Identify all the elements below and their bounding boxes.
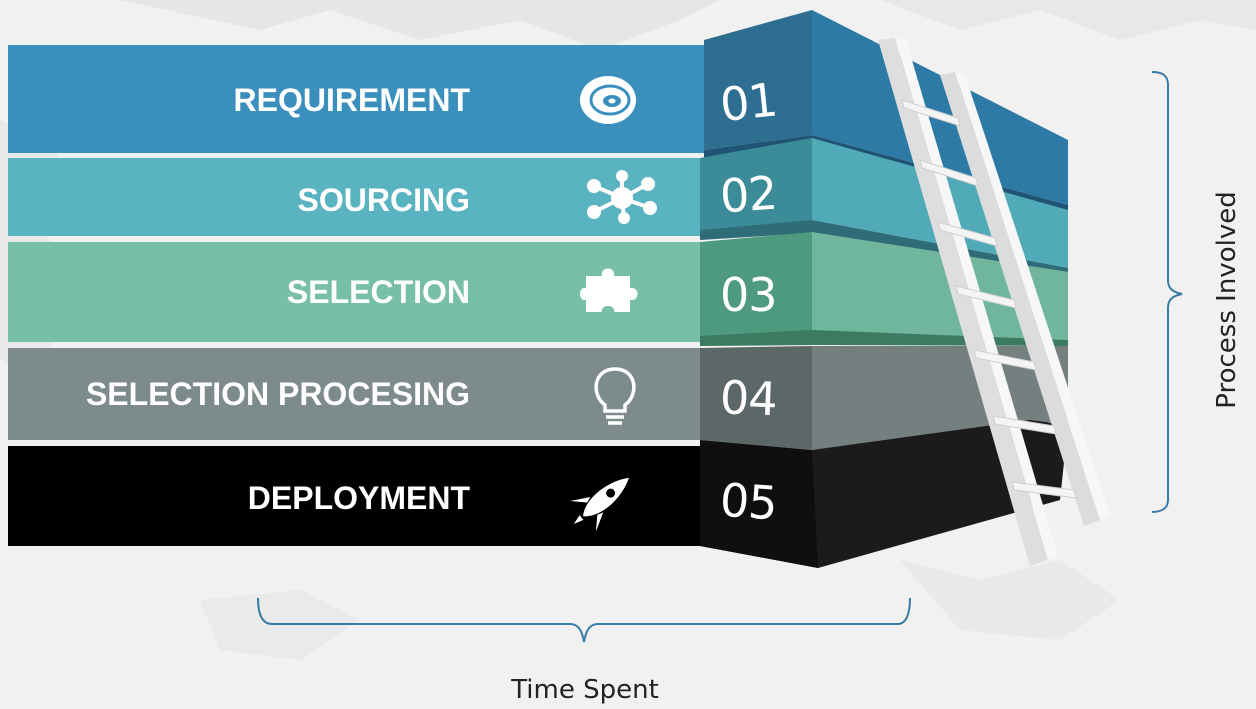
disc-icon [580,76,636,124]
step-label-requirement: REQUIREMENT [233,82,470,118]
puzzle-icon [580,268,638,312]
lightbulb-icon [594,367,636,425]
step-number-03: 03 [720,268,778,322]
step-label-selection: SELECTION [286,274,470,310]
step-number-05: 05 [718,472,779,531]
process-involved-bracket [1151,71,1183,513]
step-label-deployment: DEPLOYMENT [247,480,470,516]
network-icon [587,170,657,224]
step-selection-procesing [8,346,1068,450]
step-label-sourcing: SOURCING [297,182,470,218]
step-number-04: 04 [719,370,778,427]
step-deployment [8,420,1068,568]
step-number-01: 01 [717,72,780,133]
ladder [878,38,1110,566]
step-label-selection-procesing: SELECTION PROCESING [85,376,470,412]
process-involved-label: Process Involved [1212,191,1242,409]
step-number-02: 02 [718,165,779,224]
time-spent-bracket [257,597,911,643]
time-spent-label: Time Spent [511,675,659,705]
